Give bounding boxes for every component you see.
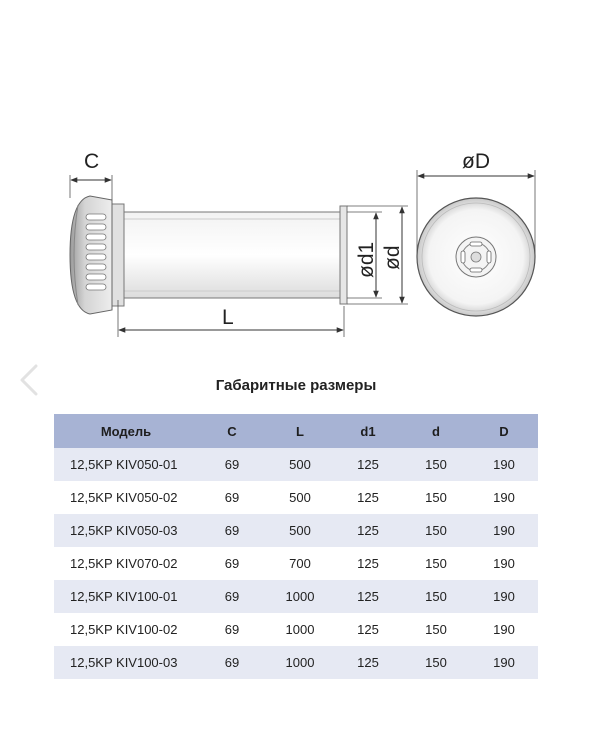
cell-big-d: 190 bbox=[470, 514, 538, 547]
header-d: d bbox=[402, 414, 470, 448]
cell-l: 1000 bbox=[266, 580, 334, 613]
cell-c: 69 bbox=[198, 448, 266, 481]
cell-d: 150 bbox=[402, 514, 470, 547]
cell-d1: 125 bbox=[334, 580, 402, 613]
header-big-d: D bbox=[470, 414, 538, 448]
header-l: L bbox=[266, 414, 334, 448]
cell-l: 500 bbox=[266, 514, 334, 547]
front-view: øD bbox=[416, 150, 536, 317]
cell-c: 69 bbox=[198, 646, 266, 679]
cell-c: 69 bbox=[198, 547, 266, 580]
table-row: 12,5KP KIV100-01 69 1000 125 150 190 bbox=[54, 580, 538, 613]
cell-c: 69 bbox=[198, 613, 266, 646]
dim-d1-label: ød1 bbox=[355, 242, 378, 278]
dim-d-label: ød bbox=[381, 245, 404, 270]
cell-c: 69 bbox=[198, 481, 266, 514]
dim-c-label: C bbox=[84, 150, 99, 173]
table-row: 12,5KP KIV050-01 69 500 125 150 190 bbox=[54, 448, 538, 481]
cell-model: 12,5KP KIV070-02 bbox=[54, 547, 198, 580]
table-header-row: Модель C L d1 d D bbox=[54, 414, 538, 448]
cell-big-d: 190 bbox=[470, 613, 538, 646]
cell-d: 150 bbox=[402, 448, 470, 481]
cell-big-d: 190 bbox=[470, 481, 538, 514]
cell-l: 1000 bbox=[266, 613, 334, 646]
cell-d1: 125 bbox=[334, 448, 402, 481]
table-row: 12,5KP KIV050-02 69 500 125 150 190 bbox=[54, 481, 538, 514]
cell-model: 12,5KP KIV100-01 bbox=[54, 580, 198, 613]
table-row: 12,5KP KIV100-03 69 1000 125 150 190 bbox=[54, 646, 538, 679]
dimensions-table: Модель C L d1 d D 12,5KP KIV050-01 69 50… bbox=[54, 414, 538, 679]
cell-model: 12,5KP KIV050-03 bbox=[54, 514, 198, 547]
table-row: 12,5KP KIV100-02 69 1000 125 150 190 bbox=[54, 613, 538, 646]
cell-d: 150 bbox=[402, 580, 470, 613]
header-d1: d1 bbox=[334, 414, 402, 448]
cell-big-d: 190 bbox=[470, 448, 538, 481]
cell-d: 150 bbox=[402, 613, 470, 646]
cell-d1: 125 bbox=[334, 613, 402, 646]
table-row: 12,5KP KIV070-02 69 700 125 150 190 bbox=[54, 547, 538, 580]
dim-l-label: L bbox=[222, 306, 234, 329]
cell-l: 500 bbox=[266, 448, 334, 481]
cell-model: 12,5KP KIV100-02 bbox=[54, 613, 198, 646]
cell-l: 1000 bbox=[266, 646, 334, 679]
side-view: C L ød1 ød bbox=[69, 150, 408, 337]
cell-l: 500 bbox=[266, 481, 334, 514]
cell-big-d: 190 bbox=[470, 580, 538, 613]
cell-d: 150 bbox=[402, 481, 470, 514]
cell-d: 150 bbox=[402, 547, 470, 580]
cell-big-d: 190 bbox=[470, 646, 538, 679]
technical-drawing: C L ød1 ød øD bbox=[69, 150, 536, 337]
cell-model: 12,5KP KIV100-03 bbox=[54, 646, 198, 679]
header-c: C bbox=[198, 414, 266, 448]
cell-d1: 125 bbox=[334, 547, 402, 580]
dim-big-d-label: øD bbox=[462, 150, 490, 173]
header-model: Модель bbox=[54, 414, 198, 448]
table-row: 12,5KP KIV050-03 69 500 125 150 190 bbox=[54, 514, 538, 547]
cell-d1: 125 bbox=[334, 514, 402, 547]
cell-l: 700 bbox=[266, 547, 334, 580]
cell-d1: 125 bbox=[334, 646, 402, 679]
cell-d: 150 bbox=[402, 646, 470, 679]
cell-model: 12,5KP KIV050-02 bbox=[54, 481, 198, 514]
cell-model: 12,5KP KIV050-01 bbox=[54, 448, 198, 481]
cell-d1: 125 bbox=[334, 481, 402, 514]
cell-c: 69 bbox=[198, 580, 266, 613]
cell-big-d: 190 bbox=[470, 547, 538, 580]
cell-c: 69 bbox=[198, 514, 266, 547]
chevron-left-icon[interactable] bbox=[14, 360, 44, 400]
table-title: Габаритные размеры bbox=[215, 377, 377, 394]
